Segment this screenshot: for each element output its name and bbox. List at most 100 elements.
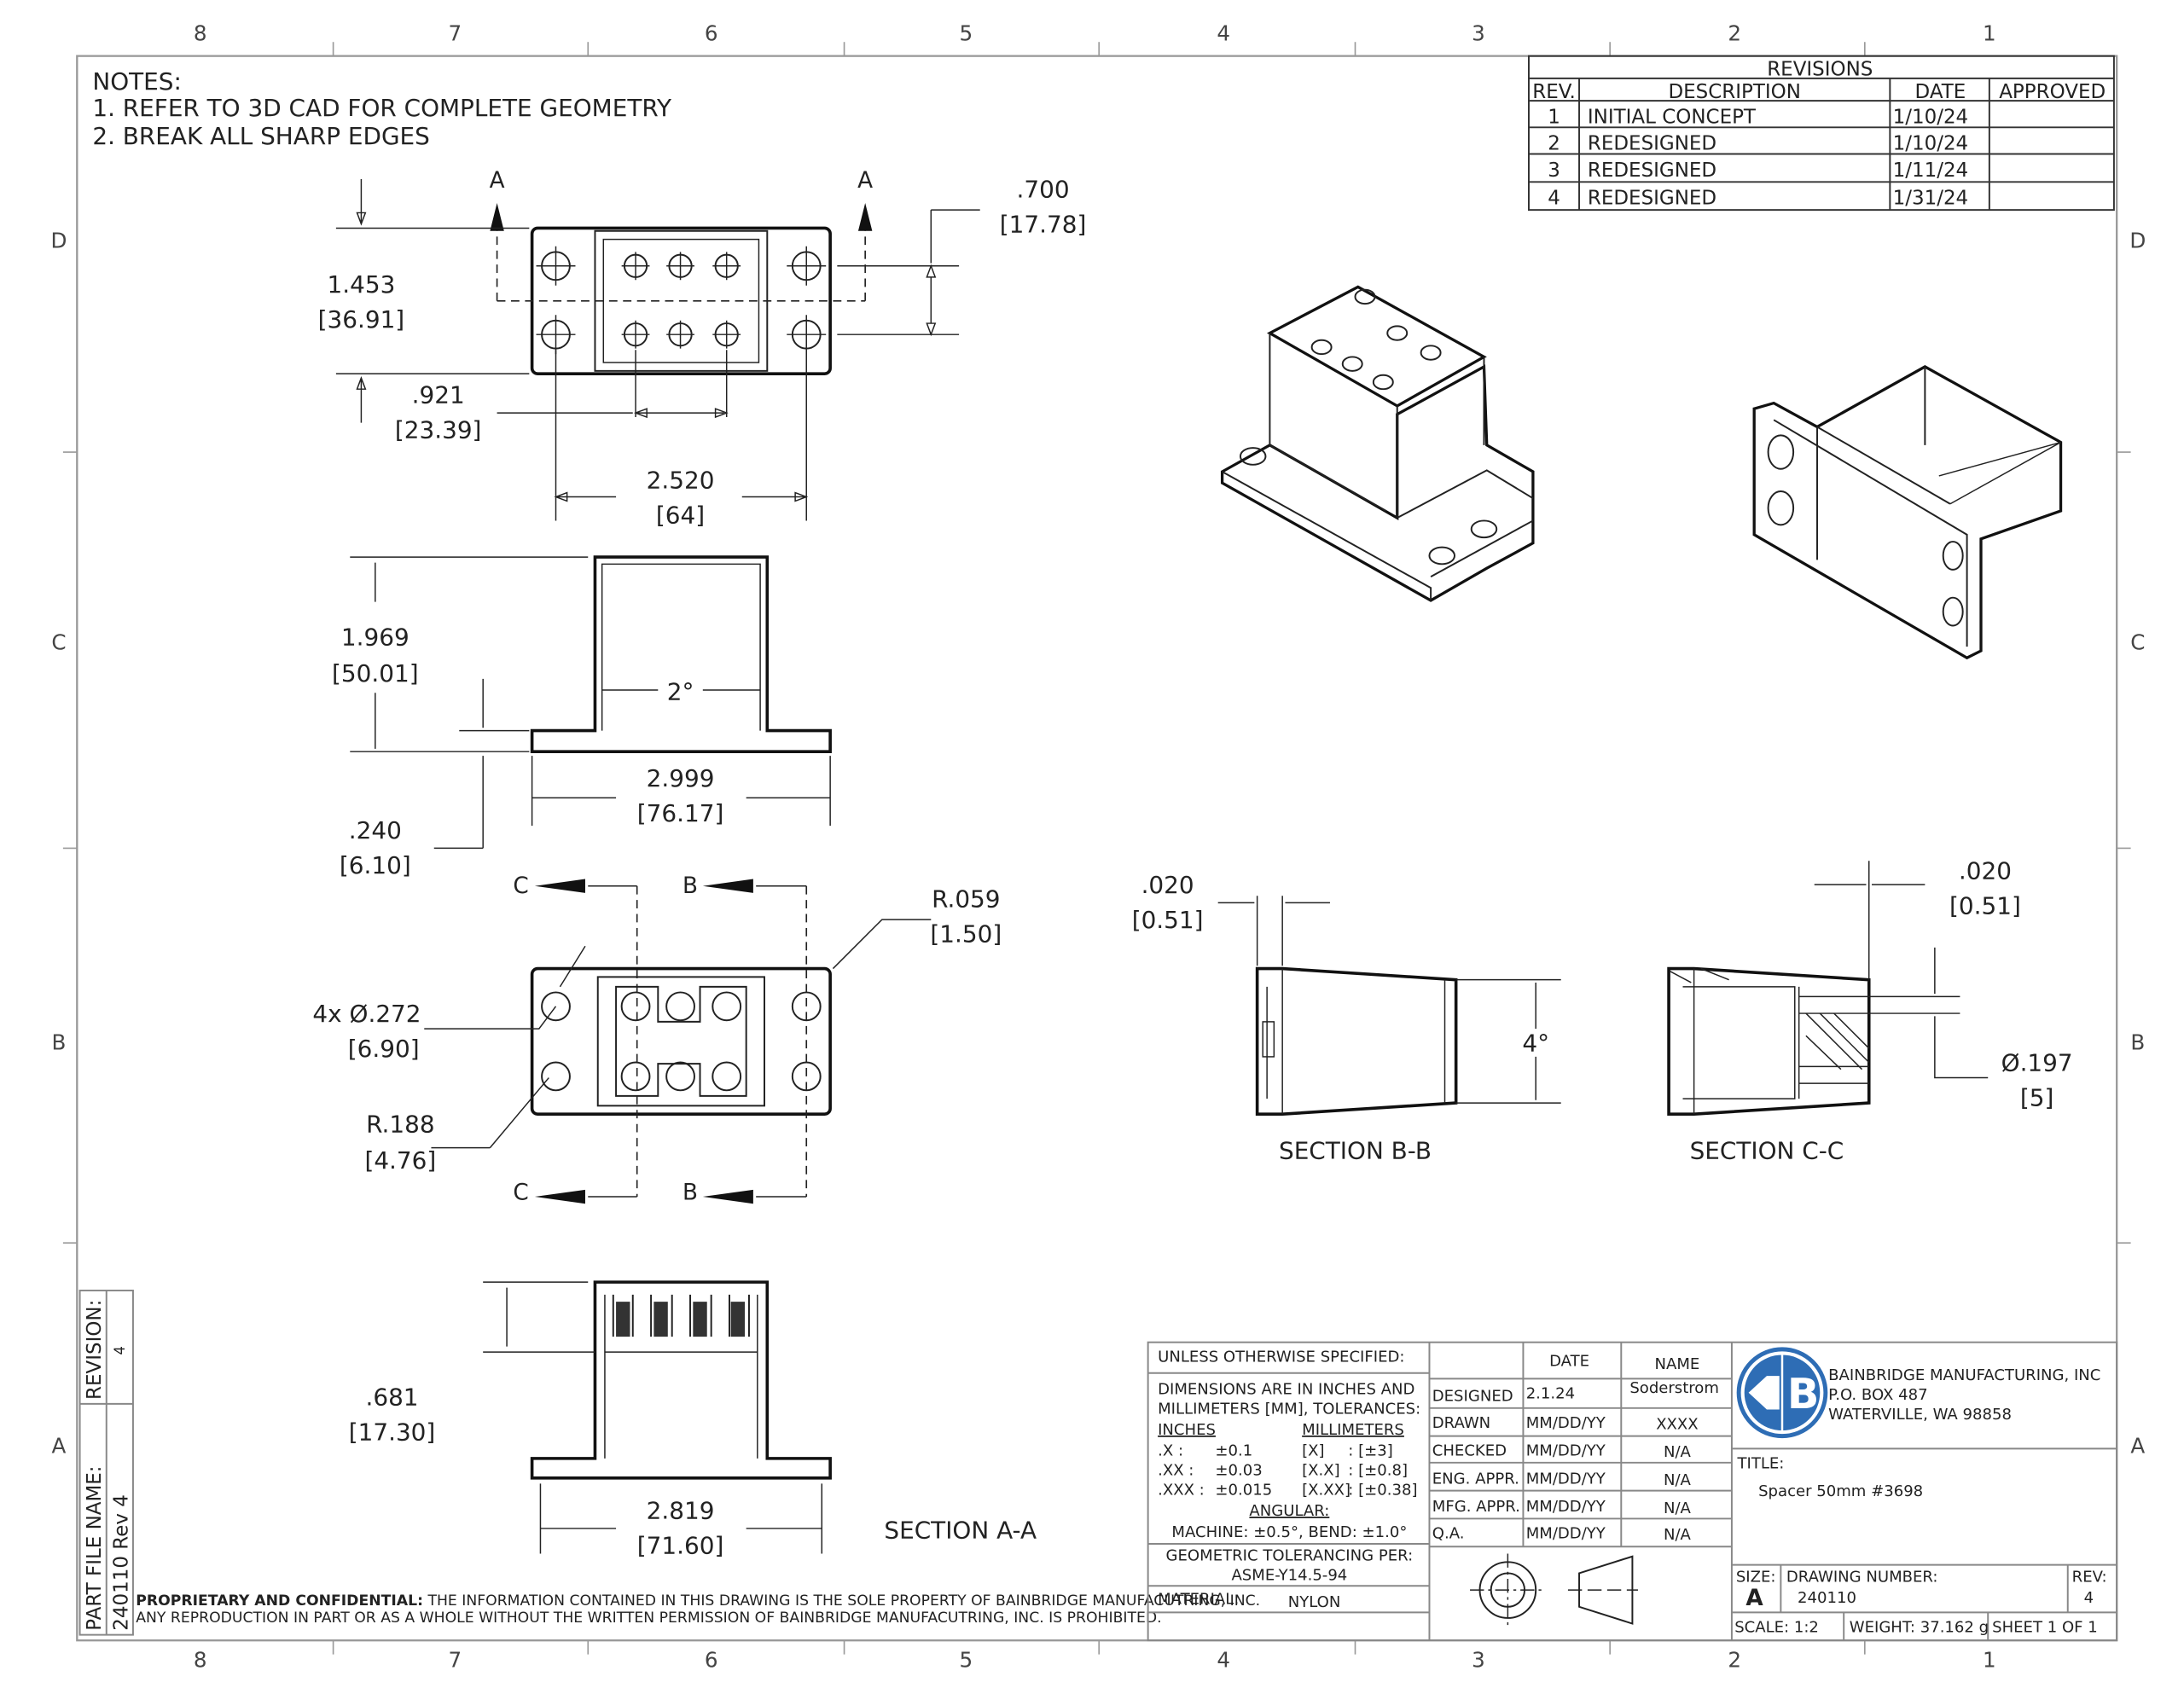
tolerance-row: .XXX : ±0.015 [X.XX] : [±0.38] [1158,1482,1417,1499]
zone-label: D [2129,228,2146,252]
zone-labels: 8 7 6 5 4 3 2 1 8 7 6 5 4 3 2 1 D C B A … [50,21,2146,1673]
dimension-text: [36.91] [318,305,405,334]
title-block: UNLESS OTHERWISE SPECIFIED: DIMENSIONS A… [1147,1341,2118,1642]
company-address: WATERVILLE, WA 98858 [1828,1406,2012,1424]
approval-name: N/A [1664,1499,1692,1517]
rev-label: REV: [2072,1568,2107,1586]
dimension-text: [1.50] [930,919,1002,948]
section-marker-a: A [857,168,873,194]
revision-number: 2 [1548,133,1560,155]
approval-row: DESIGNED 2.1.24 Soderstrom [1432,1379,1719,1406]
dimension-text: [0.51] [1132,906,1204,934]
dimension-text: 2.520 [647,467,715,495]
zone-label: 6 [705,1647,718,1672]
revision-value: 4 [112,1346,128,1354]
scale: SCALE: 1:2 [1734,1618,1819,1636]
zone-label: 6 [705,21,718,46]
zone-label: 8 [194,21,207,46]
weight: WEIGHT: 37.162 g [1850,1618,1989,1636]
approval-date: MM/DD/YY [1526,1498,1606,1516]
revision-description: REDESIGNED [1588,133,1716,155]
dimension-text: 1.969 [341,623,410,651]
side-strip: REVISION: 4 PART FILE NAME: 240110 Rev 4 [78,1289,134,1636]
tolerance-mm-value: : [±3] [1348,1442,1393,1460]
rev-value: 4 [2084,1589,2094,1607]
proprietary-notice: PROPRIETARY AND CONFIDENTIAL: THE INFORM… [136,1592,1260,1627]
approval-date: 2.1.24 [1526,1384,1575,1402]
revisions-header: DESCRIPTION [1668,81,1800,103]
dimension-text: 2° [667,677,694,705]
dimension-text: .020 [1959,857,2012,885]
dimension-labels: .700 [17.78] 1.453 [36.91] .921 [23.39] … [312,175,2072,1559]
proprietary-text: ANY REPRODUCTION IN PART OR AS A WHOLE W… [136,1610,1161,1627]
bottom-view: C B C B [424,873,932,1205]
tolerance-mm-label: [X.XX] [1302,1482,1350,1499]
section-c-c-view: SECTION C-C [1667,861,1989,1165]
dimension-text: [6.10] [340,851,411,879]
drawing-number-label: DRAWING NUMBER: [1786,1568,1938,1586]
third-angle-projection-symbol [1470,1553,1638,1627]
revision-number: 4 [1548,188,1560,210]
zone-label: 8 [194,1647,207,1672]
size-label: SIZE: [1736,1568,1776,1586]
tolerance-mm-label: [X] [1302,1442,1324,1460]
dimension-text: R.188 [366,1111,434,1139]
approval-name: XXXX [1656,1415,1698,1433]
approval-role: MFG. APPR. [1432,1498,1520,1516]
zone-label: 4 [1217,1647,1230,1672]
zone-label: D [50,228,67,252]
zone-label: 7 [449,21,462,46]
name-header: NAME [1655,1355,1700,1373]
revisions-header: REV. [1532,81,1576,103]
section-marker-c: C [513,1180,528,1205]
approval-role: DRAWN [1432,1414,1490,1432]
tolerance-inch-label: .XXX : [1158,1482,1205,1499]
top-view: A A [335,168,980,521]
dimension-text: [76.17] [637,799,724,827]
section-marker-b: B [682,873,698,899]
revision-row: 4 REDESIGNED 1/31/24 [1548,188,1968,210]
date-header: DATE [1549,1353,1589,1371]
zone-label: 2 [1728,1647,1741,1672]
section-marker-c: C [513,873,528,899]
zone-label: 3 [1472,21,1485,46]
material-value: NYLON [1288,1593,1341,1611]
revision-date: 1/11/24 [1893,160,1969,182]
dimension-text: [71.60] [637,1531,724,1559]
proprietary-text: THE INFORMATION CONTAINED IN THIS DRAWIN… [423,1592,1260,1610]
zone-label: B [52,1030,67,1055]
svg-text:PROPRIETARY AND CONFIDENTIAL:: PROPRIETARY AND CONFIDENTIAL: THE INFORM… [136,1592,1260,1610]
approval-row: ENG. APPR. MM/DD/YY N/A [1432,1470,1692,1489]
note-item: 2. BREAK ALL SHARP EDGES [92,122,430,150]
approval-row: CHECKED MM/DD/YY N/A [1432,1442,1692,1462]
file-name-label: PART FILE NAME: [84,1465,106,1630]
tolerance-mm-value: : [±0.38] [1348,1482,1417,1499]
revision-number: 1 [1548,106,1560,128]
tolerance-row: .XX : ±0.03 [X.X] : [±0.8] [1158,1462,1408,1480]
dimension-text: [17.30] [349,1418,436,1447]
dimensions-note: MILLIMETERS [MM], TOLERANCES: [1158,1400,1420,1418]
zone-label: 4 [1217,21,1230,46]
company-logo: B [1736,1347,1828,1439]
tolerance-row: .X : ±0.1 [X] : [±3] [1158,1442,1393,1460]
zone-label: A [52,1433,67,1458]
notes-heading: NOTES: [92,67,182,96]
approval-row: Q.A. MM/DD/YY N/A [1432,1524,1692,1544]
revision-description: REDESIGNED [1588,160,1716,182]
section-b-b-label: SECTION B-B [1279,1137,1432,1165]
unless-specified: UNLESS OTHERWISE SPECIFIED: [1158,1349,1404,1366]
proprietary-heading: PROPRIETARY AND CONFIDENTIAL: [136,1592,423,1610]
revision-label: REVISION: [84,1300,106,1400]
dimension-text: .700 [1017,175,1070,203]
tolerance-mm-value: : [±0.8] [1348,1462,1408,1480]
revision-date: 1/10/24 [1893,106,1969,128]
material-label: MATERIAL: [1158,1591,1239,1609]
angular-header: ANGULAR: [1249,1502,1329,1520]
zone-label: 1 [1983,21,1996,46]
revision-row: 2 REDESIGNED 1/10/24 [1548,133,1968,155]
tolerance-inch-value: ±0.015 [1215,1482,1272,1499]
dimension-text: [6.90] [348,1035,420,1063]
approval-role: CHECKED [1432,1442,1507,1460]
approval-role: ENG. APPR. [1432,1470,1519,1488]
sheet-number: SHEET 1 OF 1 [1992,1618,2098,1636]
